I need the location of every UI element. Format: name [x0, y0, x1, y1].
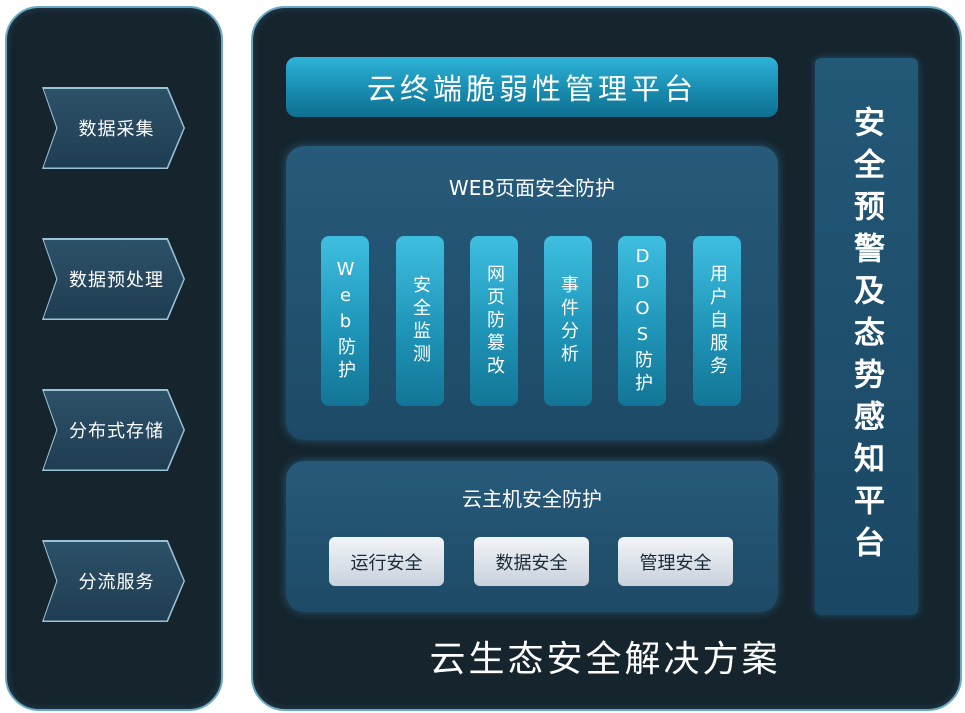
web-section-title: WEB页面安全防护 [448, 176, 616, 200]
web-item-anti-tamper: 网页防篡改 [470, 236, 518, 406]
step-stream-service: 分流服务 [42, 540, 185, 622]
web-item-web-protection: Web防护 [321, 236, 369, 406]
web-item-user-self-service: 用户自服务 [693, 236, 741, 406]
cloud-host-protection-section: 云主机安全防护 [286, 461, 778, 612]
host-item-data-security: 数据安全 [474, 537, 589, 586]
side-platform-label: 安全预警及态势感知平台 [848, 105, 884, 568]
host-section-title: 云主机安全防护 [462, 487, 602, 511]
step-label: 分流服务 [43, 541, 184, 621]
web-item-event-analysis: 事件分析 [544, 236, 592, 406]
web-item-security-monitoring: 安全监测 [396, 236, 444, 406]
host-item-runtime-security: 运行安全 [329, 537, 444, 586]
step-label: 分布式存储 [43, 390, 184, 470]
solution-title: 云生态安全解决方案 [429, 639, 781, 680]
platform-title-bar: 云终端脆弱性管理平台 [286, 57, 778, 117]
web-item-ddos-protection: DDOS防护 [618, 236, 666, 406]
step-data-preprocessing: 数据预处理 [42, 238, 185, 320]
step-distributed-storage: 分布式存储 [42, 389, 185, 471]
step-data-collection: 数据采集 [42, 87, 185, 169]
step-label: 数据采集 [43, 88, 184, 168]
host-item-management-security: 管理安全 [618, 537, 733, 586]
situational-awareness-platform: 安全预警及态势感知平台 [815, 58, 918, 615]
step-label: 数据预处理 [43, 239, 184, 319]
